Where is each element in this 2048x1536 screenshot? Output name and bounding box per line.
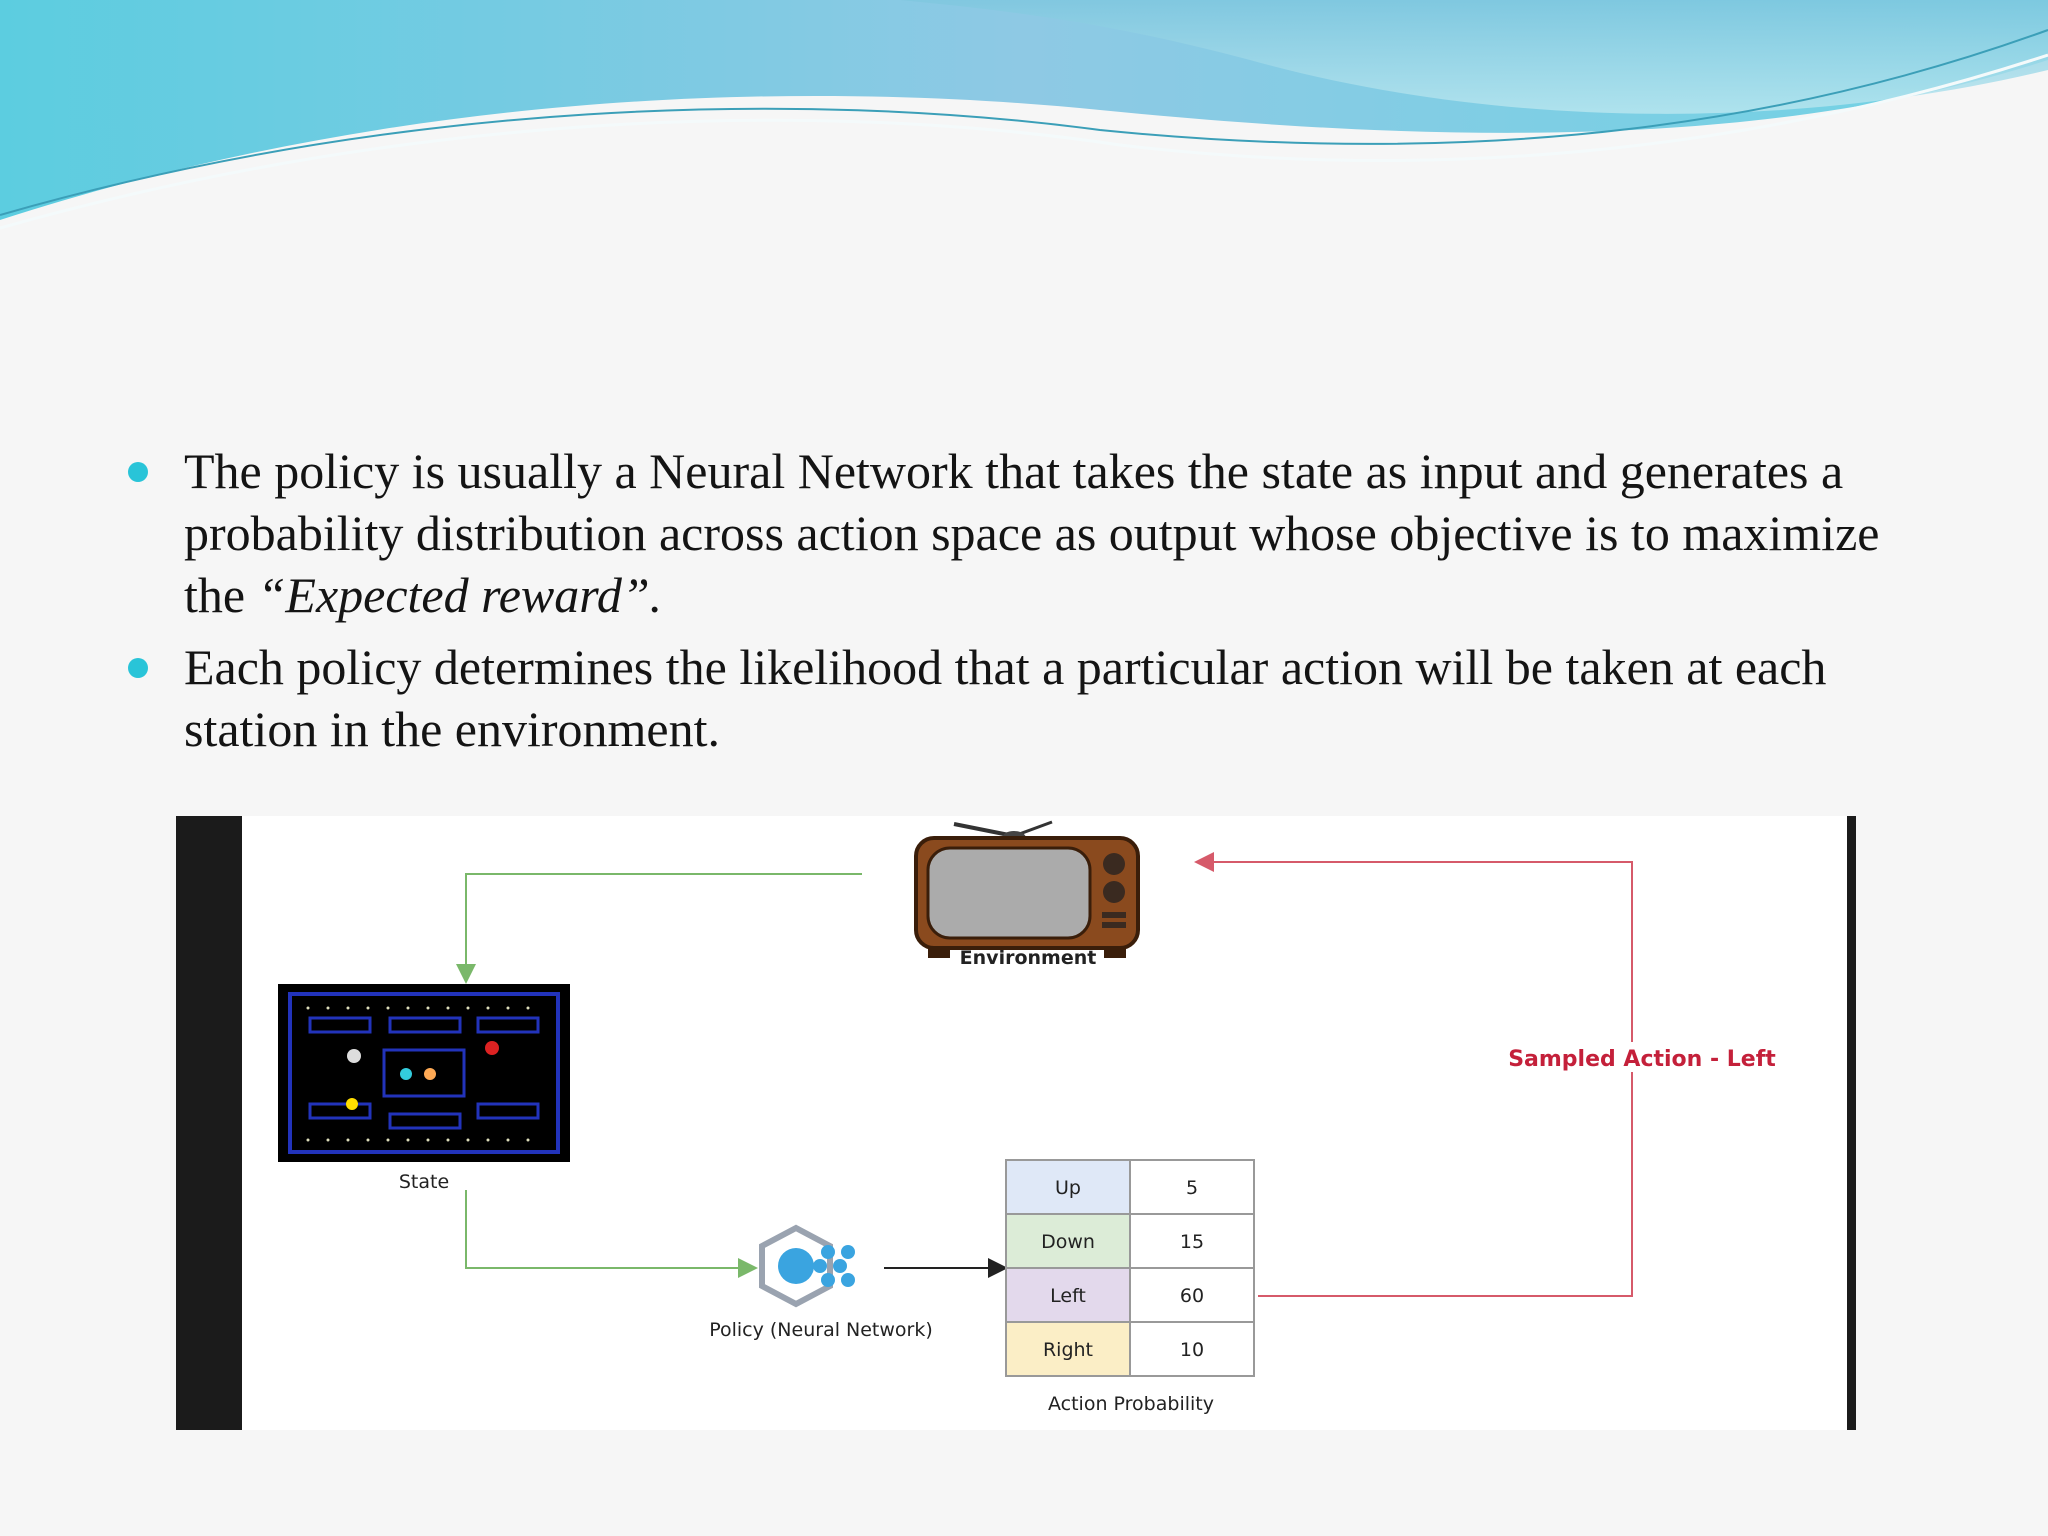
bullet-item-likelihood: Each policy determines the likelihood th… <box>128 636 1918 760</box>
table-cell-value-down <box>1129 1213 1255 1269</box>
sampled-action-label: Sampled Action - Left <box>1508 1047 1776 1072</box>
table-cell-value-up <box>1129 1159 1255 1215</box>
action-right-label: Right <box>1043 1339 1093 1361</box>
policy-diagram: Environment <box>176 816 1856 1430</box>
bullet-item-policy: The policy is usually a Neural Network t… <box>128 440 1918 626</box>
bullet-emphasis: “Expected reward”. <box>257 567 663 623</box>
action-down-value: 15 <box>1180 1231 1204 1253</box>
figure-left-border <box>176 816 242 1430</box>
diagram-canvas: Environment <box>278 820 1786 1415</box>
environment-label: Environment <box>960 947 1097 969</box>
policy-label: Policy (Neural Network) <box>709 1319 933 1341</box>
table-cell-value-right <box>1129 1321 1255 1377</box>
table-cell-action-up <box>1005 1159 1131 1215</box>
action-down-label: Down <box>1041 1231 1095 1253</box>
action-right-value: 10 <box>1180 1339 1204 1361</box>
bullet-dot-icon <box>128 658 148 678</box>
action-up-label: Up <box>1055 1177 1081 1199</box>
bullet-dot-icon <box>128 462 148 482</box>
arrow-action-to-env <box>1194 852 1633 1297</box>
arrow-state-to-policy <box>465 1190 758 1278</box>
state-label: State <box>399 1171 449 1193</box>
bullet-list: The policy is usually a Neural Network t… <box>128 440 1918 770</box>
action-left-label: Left <box>1050 1285 1086 1307</box>
table-caption: Action Probability <box>1048 1393 1214 1415</box>
bullet-text: The policy is usually a Neural Network t… <box>184 443 1880 623</box>
action-up-value: 5 <box>1186 1177 1198 1199</box>
action-left-value: 60 <box>1180 1285 1204 1307</box>
header-wave-decoration <box>0 0 2048 230</box>
table-cell-action-left <box>1005 1267 1131 1323</box>
neural-network-icon <box>759 1224 855 1308</box>
tv-icon <box>914 820 1140 958</box>
action-probability-table: Up 5 Down 15 Left 60 Right 10 <box>1005 1159 1255 1377</box>
figure-right-border <box>1847 816 1856 1430</box>
arrow-env-to-state <box>456 873 862 984</box>
pacman-state-icon <box>278 984 570 1162</box>
bullet-text: Each policy determines the likelihood th… <box>184 639 1827 757</box>
